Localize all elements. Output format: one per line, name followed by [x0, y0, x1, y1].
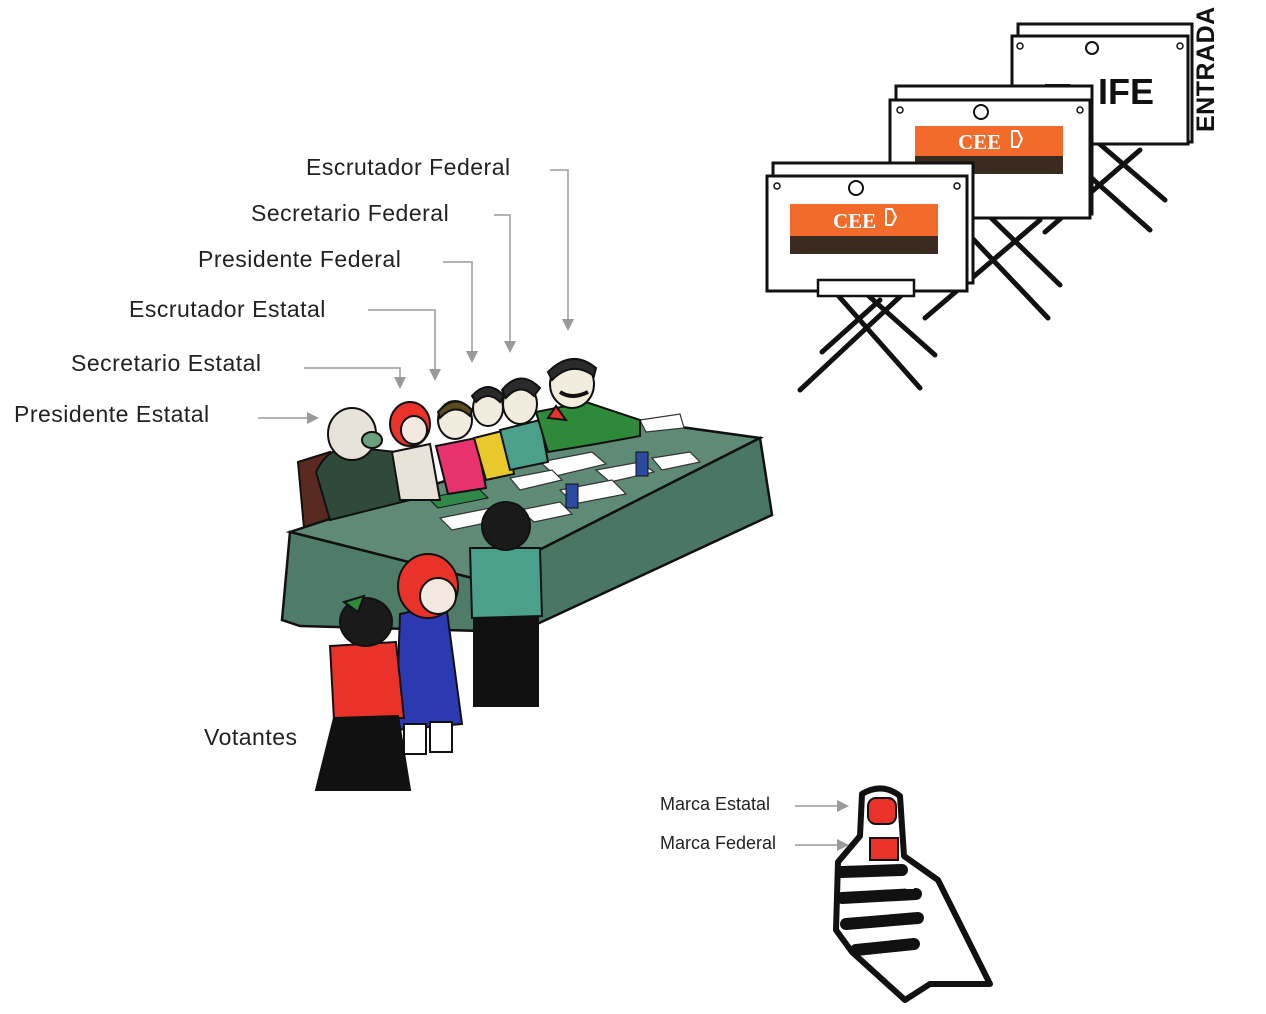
- label-marca-estatal: Marca Estatal: [660, 794, 770, 815]
- label-escrutador-estatal: Escrutador Estatal: [129, 296, 326, 323]
- label-secretario-federal: Secretario Federal: [251, 200, 449, 227]
- label-marca-federal: Marca Federal: [660, 833, 776, 854]
- leader-escrutador-federal: [550, 170, 568, 328]
- svg-text:CEE: CEE: [958, 130, 1001, 154]
- label-presidente-estatal: Presidente Estatal: [14, 401, 210, 428]
- ife-logo: IFE: [1098, 71, 1154, 112]
- leader-secretario-estatal: [304, 368, 400, 386]
- booth-cee-front: CEE: [767, 163, 973, 390]
- label-secretario-estatal: Secretario Estatal: [71, 350, 262, 377]
- label-escrutador-federal: Escrutador Federal: [306, 154, 511, 181]
- mark-federal: [870, 838, 898, 860]
- entrance-label: ENTRADA: [1192, 6, 1221, 132]
- leader-secretario-federal: [494, 215, 510, 350]
- leader-presidente-federal: [443, 262, 472, 360]
- mark-estatal: [868, 798, 896, 824]
- label-presidente-federal: Presidente Federal: [198, 246, 401, 273]
- label-votantes: Votantes: [204, 724, 298, 751]
- svg-text:CEE: CEE: [833, 209, 876, 233]
- thumb-ink-marks: [836, 788, 990, 1000]
